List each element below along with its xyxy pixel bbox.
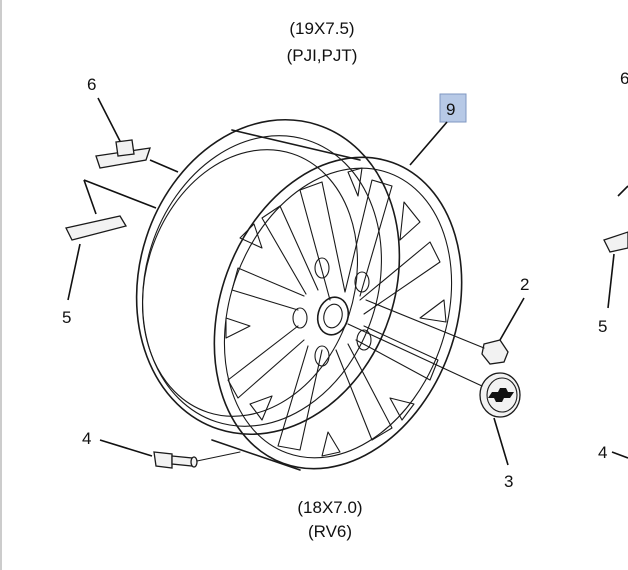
edge-callout-5: 5 [598,317,607,336]
lug-hole-2 [314,257,330,279]
leader-4 [99,439,153,457]
valve-cap [190,456,198,468]
edge-weight [603,231,628,253]
window-6 [249,395,273,421]
spec-bottom-codes: (RV6) [308,522,352,541]
lug-hole-1 [292,307,308,329]
callout-6: 6 [87,75,96,94]
adhesive-weight-body [65,215,128,241]
barrel-bottom-edge [211,439,301,471]
axis-line-cap [347,323,483,387]
wheel-rear-rim [135,118,401,436]
leader-6 [97,97,123,146]
spoke-2 [344,179,393,297]
center-bore-inner [323,303,343,329]
leader-5 [67,243,81,301]
spoke-4 [355,325,439,381]
window-5 [321,431,341,457]
leader-5-b [83,179,157,209]
wheel-windows [225,167,447,457]
spoke-7 [227,325,305,399]
spec-bottom-size: (18X7.0) [297,498,362,517]
clip-weight-clip [115,139,135,157]
leader-6-to-wheel [149,159,179,173]
window-3 [419,299,447,323]
edge-leader-a [617,185,628,197]
lug-nut-body [481,339,509,365]
edge-callout-4: 4 [598,443,607,462]
valve-sensor [153,451,173,469]
lug-hole-5 [314,345,330,367]
edge-leader-5 [607,253,615,309]
lug-hole-3 [354,271,370,293]
wheel-front-rim-lip [223,167,453,459]
spoke-3 [359,241,441,315]
spoke-5 [335,343,393,441]
barrel-top-edge [231,129,361,161]
adhesive-weight [65,215,128,241]
axis-line-lug [365,299,485,349]
lug-nut [481,339,509,365]
window-2 [399,201,421,241]
center-cap-rim [486,377,518,413]
edge-leader-4 [611,451,628,459]
leader-5-a [83,179,97,215]
window-1 [347,167,363,197]
spoke-1 [299,181,346,301]
callout-5: 5 [62,308,71,327]
center-cap [479,372,521,418]
wheel-spokes [227,179,441,451]
wheel-assembly [135,118,463,471]
window-7 [225,317,251,339]
wheel-barrel-line [141,149,359,417]
valve-stem [171,455,193,467]
callout-9-highlight[interactable] [439,93,467,123]
window-4 [389,397,415,421]
callout-2: 2 [520,275,529,294]
spec-top-size: (19X7.5) [289,19,354,38]
leader-3 [493,417,509,466]
window-8 [239,223,263,249]
callout-9[interactable]: 9 [446,100,455,119]
center-bore [316,296,350,336]
leader-9 [409,121,448,166]
wheel-front-rim [213,156,463,470]
axis-line-valve [196,451,241,462]
spoke-8 [231,267,305,311]
spoke-6 [277,345,323,451]
wheel-rear-rim-inner [142,135,382,427]
callout-3: 3 [504,472,513,491]
tpms-valve-stem [153,451,198,469]
edge-callout-6: 6 [620,69,628,88]
lug-hole-4 [356,329,372,351]
spec-top-codes: (PJI,PJT) [287,46,358,65]
leader-2 [499,297,525,341]
clip-on-weight [95,139,151,169]
callout-4: 4 [82,429,91,448]
bowtie-logo-icon [488,388,514,402]
spoke-9 [261,205,319,295]
